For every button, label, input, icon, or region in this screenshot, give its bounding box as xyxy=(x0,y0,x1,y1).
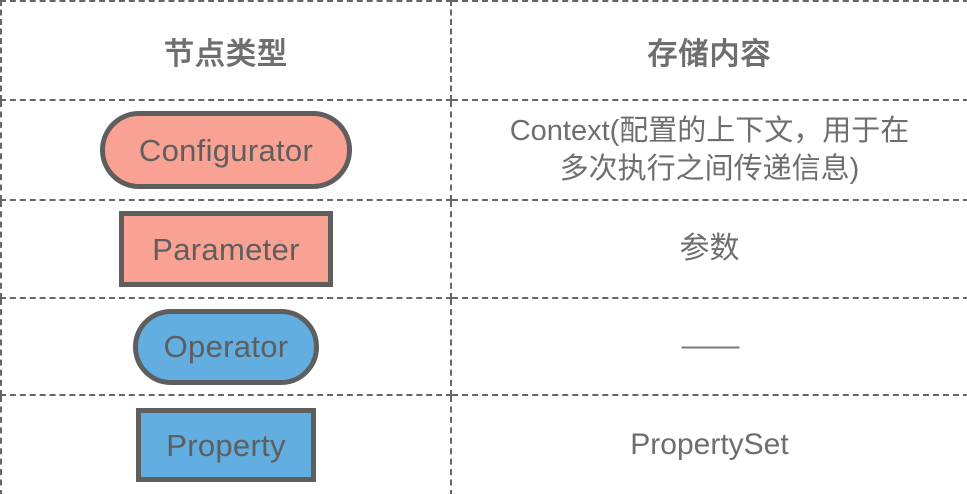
stored-content-line-1-parameter: 参数 xyxy=(679,231,740,265)
table-row-property: Property PropertySet xyxy=(0,394,967,494)
node-type-cell-configurator: Configurator xyxy=(0,99,452,201)
stored-content-line-1-configurator: Context(配置的上下文，用于在 xyxy=(509,114,910,147)
node-shape-operator[interactable]: Operator xyxy=(133,308,319,385)
node-type-cell-operator: Operator xyxy=(0,297,452,396)
table-row-parameter: Parameter 参数 xyxy=(0,199,967,299)
node-shape-label-operator: Operator xyxy=(163,329,289,364)
column-header-node-type: 节点类型 xyxy=(0,0,452,101)
shape-wrapper-configurator: Configurator xyxy=(2,101,450,199)
shape-wrapper-operator: Operator xyxy=(2,299,450,394)
shape-wrapper-parameter: Parameter xyxy=(2,201,450,297)
shape-wrapper-property: Property xyxy=(2,396,450,494)
node-shape-parameter[interactable]: Parameter xyxy=(119,211,333,287)
node-shape-label-parameter: Parameter xyxy=(152,231,300,267)
node-type-cell-parameter: Parameter xyxy=(0,199,452,299)
column-header-stored-content: 存储内容 xyxy=(450,0,967,101)
node-shape-configurator[interactable]: Configurator xyxy=(100,111,352,189)
node-shape-property[interactable]: Property xyxy=(136,408,316,482)
stored-content-em-dash-operator: —— xyxy=(681,329,740,363)
table-header: 节点类型 存储内容 xyxy=(0,0,967,101)
stored-content-cell-configurator: Context(配置的上下文，用于在 多次执行之间传递信息) xyxy=(450,99,967,201)
node-shape-label-configurator: Configurator xyxy=(138,132,314,168)
stored-content-cell-operator: —— xyxy=(450,297,967,396)
stored-content-cell-property: PropertySet xyxy=(450,394,967,494)
node-shape-label-property: Property xyxy=(166,427,286,463)
table-header-row: 节点类型 存储内容 xyxy=(0,0,967,101)
node-type-cell-property: Property xyxy=(0,394,452,494)
stored-content-cell-parameter: 参数 xyxy=(450,199,967,299)
table-row-operator: Operator —— xyxy=(0,297,967,396)
stored-content-line-2-configurator: 多次执行之间传递信息) xyxy=(559,153,860,185)
table-row-configurator: Configurator Context(配置的上下文，用于在 多次执行之间传递… xyxy=(0,99,967,201)
stored-content-line-1-property: PropertySet xyxy=(630,427,789,461)
table-body: Configurator Context(配置的上下文，用于在 多次执行之间传递… xyxy=(0,99,967,494)
